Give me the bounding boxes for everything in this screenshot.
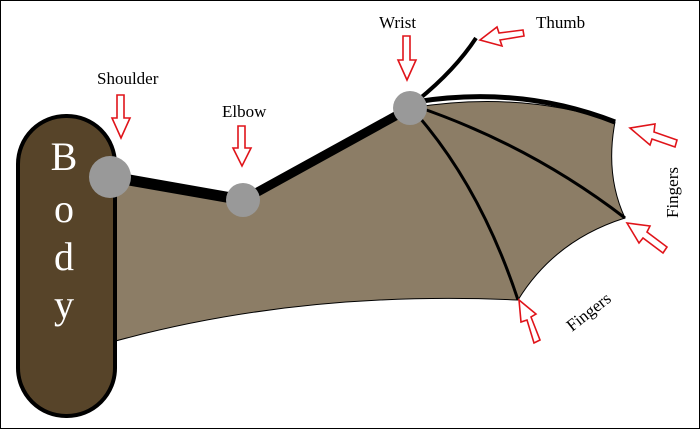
body-letter-b: B bbox=[51, 134, 78, 179]
shoulder-label: Shoulder bbox=[97, 69, 159, 88]
shoulder-joint bbox=[89, 156, 131, 198]
body-shape bbox=[16, 114, 117, 418]
wrist-joint bbox=[393, 91, 427, 125]
finger-tip-arrow-middle bbox=[625, 221, 669, 255]
wing-membrane bbox=[111, 101, 626, 343]
shoulder-arrow bbox=[110, 94, 132, 140]
finger-bone-3 bbox=[411, 109, 520, 301]
body-letter-o: o bbox=[54, 186, 74, 231]
body-letter-d: d bbox=[54, 234, 74, 279]
elbow-label: Elbow bbox=[222, 102, 267, 121]
body-letter-y: y bbox=[54, 282, 74, 327]
thumb-arrow bbox=[478, 25, 525, 48]
fingers-label-right: Fingers bbox=[663, 167, 682, 218]
finger-bone-2 bbox=[414, 104, 626, 220]
thumb-bone bbox=[416, 36, 478, 102]
finger-bone-1 bbox=[414, 94, 616, 125]
forearm-bone bbox=[240, 104, 413, 204]
thumb-label: Thumb bbox=[536, 13, 585, 32]
wrist-label: Wrist bbox=[379, 13, 416, 32]
wrist-arrow bbox=[396, 35, 418, 82]
finger-tip-arrow-bottom bbox=[518, 298, 542, 345]
elbow-joint bbox=[226, 183, 260, 217]
elbow-arrow bbox=[231, 125, 253, 168]
finger-tip-arrow-upper bbox=[628, 123, 678, 149]
upper-arm-bone bbox=[111, 171, 244, 206]
